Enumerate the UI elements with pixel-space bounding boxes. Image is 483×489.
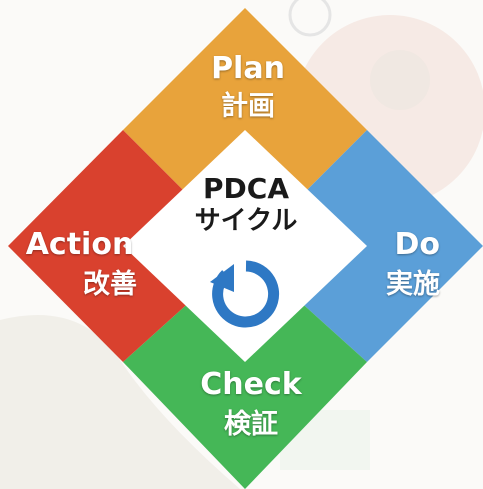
check-en-text: Check [200,367,302,402]
pdca-title: PDCA [203,172,289,205]
action-ja-text: 改善 [83,268,137,300]
check-label: Check 検証 [186,367,316,440]
action-label: Action 改善 [12,227,147,300]
refresh-cycle-icon [210,260,280,328]
cycle-subtitle: サイクル [194,205,298,236]
check-ja-text: 検証 [224,408,278,440]
action-en-text: Action [25,227,134,262]
plan-ja-text: 計画 [221,90,275,122]
do-ja-text: 実施 [386,268,440,300]
center-title: PDCA サイクル [176,172,316,237]
plan-label: Plan 計画 [188,51,308,122]
check-quadrant [123,252,367,489]
center-diamond [123,130,367,362]
do-label: Do 実施 [350,227,470,300]
do-en-text: Do [394,227,440,262]
plan-en-text: Plan [211,51,285,86]
